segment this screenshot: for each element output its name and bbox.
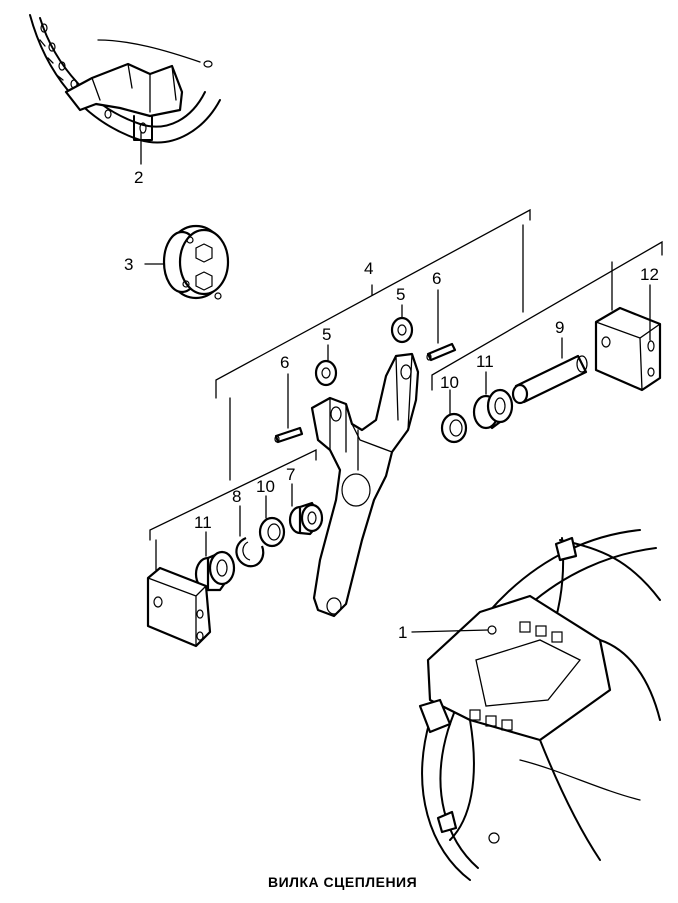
shaft-part (511, 354, 588, 405)
bushing-7 (288, 501, 324, 536)
callout-9: 9 (555, 318, 564, 337)
washer-5-upper (390, 316, 414, 344)
clutch-fork-part (310, 352, 420, 618)
callout-5-lower: 5 (322, 325, 331, 344)
seal-ring-10-right (440, 412, 468, 444)
bushing-11-right (472, 388, 514, 430)
callout-8: 8 (232, 487, 241, 506)
callout-10-left: 10 (256, 477, 275, 496)
callout-1: 1 (398, 623, 407, 642)
diagram-caption: ВИЛКА СЦЕПЛЕНИЯ (268, 874, 417, 890)
callout-6-upper: 6 (432, 269, 441, 288)
callout-2: 2 (134, 168, 143, 187)
callout-7: 7 (286, 465, 295, 484)
callout-11-left: 11 (194, 513, 212, 532)
bushing-11-left (194, 550, 236, 592)
snap-ring-8 (235, 536, 265, 568)
callout-4: 4 (364, 259, 373, 278)
seal-ring-10-left (258, 516, 286, 548)
callout-12: 12 (640, 265, 659, 284)
bracket-block-left (146, 566, 212, 648)
callout-10-right: 10 (440, 373, 459, 392)
flanged-hub-part (162, 224, 230, 300)
pin-6-upper (426, 342, 457, 362)
callout-5-upper: 5 (396, 285, 405, 304)
pin-6-lower (274, 426, 304, 444)
clutch-housing-lower (418, 529, 661, 881)
bracket-block-12 (594, 306, 662, 392)
callout-11-right: 11 (476, 352, 494, 371)
assembly-bracket-lines (149, 208, 663, 571)
clutch-housing-fragment-top (29, 14, 221, 165)
callout-6-lower: 6 (280, 353, 289, 372)
callout-3: 3 (124, 255, 133, 274)
washer-5-lower (314, 359, 338, 387)
